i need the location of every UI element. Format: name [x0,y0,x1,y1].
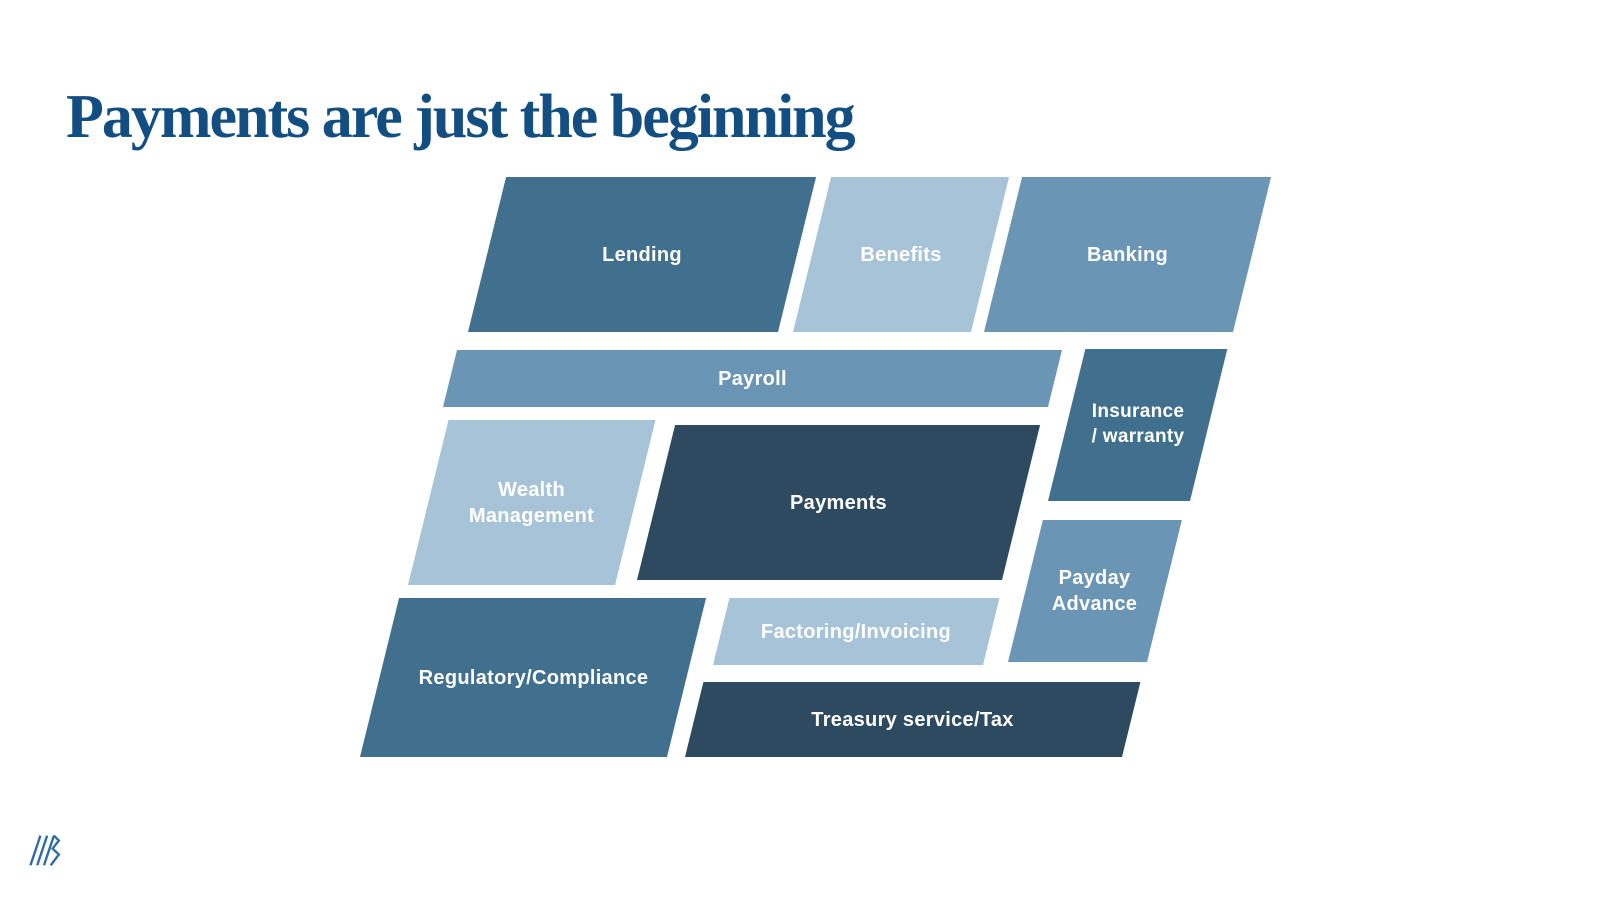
tile-regulatory-compliance-label: Regulatory/Compliance [380,598,687,757]
tile-treasury-service-tax-text: Treasury service/Tax [811,708,1014,731]
tile-factoring-invoicing-label: Factoring/Invoicing [721,598,991,665]
tile-wealth-management-text-line2: Management [468,504,595,527]
tile-benefits: Benefits [793,177,1010,332]
tile-payday-advance: Payday Advance [1008,520,1182,662]
tile-wealth-management-text-line1: Wealth [498,478,565,501]
tile-regulatory-compliance: Regulatory/Compliance [360,598,707,757]
tile-payday-advance-label: Payday Advance [1025,520,1164,662]
tile-factoring-invoicing: Factoring/Invoicing [713,598,1000,665]
tile-banking: Banking [984,177,1272,332]
double-slash-b-logo-icon [29,834,61,867]
tile-payroll-label: Payroll [450,350,1055,407]
tile-payday-advance-text-line1: Payday [1058,567,1131,589]
tile-insurance-warranty-label: Insurance / warranty [1067,349,1209,501]
tile-benefits-label: Benefits [812,177,990,332]
tile-wealth-management-label: Wealth Management [428,420,635,585]
tile-wealth-management: Wealth Management [408,420,656,585]
tile-treasury-service-tax: Treasury service/Tax [685,682,1141,757]
tile-benefits-text: Benefits [860,243,942,266]
tile-banking-label: Banking [1003,177,1252,332]
tile-regulatory-compliance-text: Regulatory/Compliance [418,666,649,689]
tile-payday-advance-text-line2: Advance [1051,593,1138,615]
tile-banking-text: Banking [1087,243,1168,266]
tile-payroll: Payroll [443,350,1063,407]
tile-lending-text: Lending [602,243,682,266]
slide-title: Payments are just the beginning [66,82,856,151]
tile-lending-label: Lending [487,177,797,332]
tile-insurance-warranty-text-line2: / warranty [1091,426,1185,447]
tile-treasury-service-tax-label: Treasury service/Tax [694,682,1131,757]
tile-factoring-invoicing-text: Factoring/Invoicing [760,620,952,643]
tile-payments-text: Payments [790,491,887,514]
tile-payments-label: Payments [656,425,1021,580]
tile-payroll-text: Payroll [718,367,787,390]
tile-insurance-warranty: Insurance / warranty [1048,349,1228,501]
tile-payments: Payments [637,425,1041,580]
tile-lending: Lending [468,177,817,332]
tile-insurance-warranty-text-line1: Insurance [1091,401,1185,423]
